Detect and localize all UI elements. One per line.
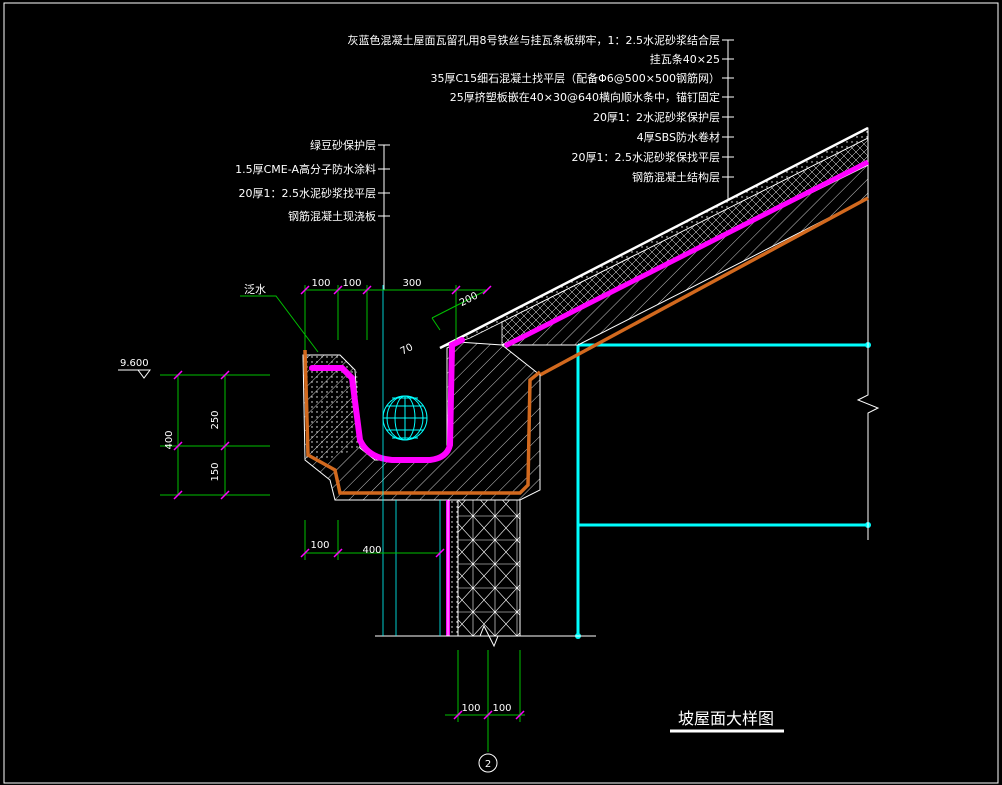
drain-grate-icon (382, 395, 428, 441)
break-line-bottom (479, 624, 499, 648)
gutter-orange-outline (303, 349, 542, 495)
dimension-ticks (173, 285, 525, 720)
guide-lines (382, 285, 441, 636)
detail-number: 2 (485, 759, 491, 770)
roof-layer-6: 4厚SBS防水卷材 (637, 130, 720, 144)
roof-membrane (503, 159, 870, 349)
gutter-membrane (309, 337, 465, 463)
dim-bottom-a: 100 (310, 540, 329, 551)
gutter-sand (303, 355, 360, 460)
dim-top-b: 100 (342, 278, 361, 289)
drawing-title-block: 坡屋面大样图 (670, 709, 784, 733)
flashing-label: 泛水 (244, 283, 266, 296)
gutter-layer-1: 绿豆砂保护层 (310, 138, 376, 152)
wall-left-panel (447, 499, 459, 637)
cyan-structure (576, 343, 868, 636)
dim-slope-200: 200 (458, 291, 480, 309)
dim-left-lower: 150 (210, 462, 221, 481)
gutter-layer-3: 20厚1：2.5水泥砂浆找平层 (239, 186, 377, 200)
wall-block (457, 499, 521, 637)
gutter-layer-2: 1.5厚CME-A高分子防水涂料 (235, 162, 376, 176)
roof-top-line (439, 126, 869, 350)
drawing-title: 坡屋面大样图 (678, 709, 774, 728)
gutter-layer-labels: 绿豆砂保护层 1.5厚CME-A高分子防水涂料 20厚1：2.5水泥砂浆找平层 … (235, 138, 376, 223)
dim-wall-b: 100 (492, 703, 511, 714)
roof-underside (539, 196, 869, 377)
roof-layer-4: 25厚挤塑板嵌在40×30@640横向顺水条中，锚钉固定 (450, 90, 720, 104)
roof-layer-3: 35厚C15细石混凝土找平层（配备Φ6@500×500钢筋网） (430, 71, 720, 85)
elevation-text: 9.600 (120, 358, 149, 369)
dim-left-total: 400 (164, 430, 175, 449)
dim-bottom-b: 400 (362, 545, 381, 556)
gutter-layer-4: 钢筋混凝土现浇板 (288, 209, 376, 223)
gutter-layer-leaders (378, 144, 390, 290)
roof-layer-leaders (722, 39, 734, 200)
break-line-right (856, 130, 880, 540)
dim-wall-a: 100 (461, 703, 480, 714)
roof-insulation (501, 137, 869, 346)
dim-top-c: 300 (402, 278, 421, 289)
cyan-nodes (575, 342, 871, 639)
roof-layer-1: 灰蓝色混凝土屋面瓦留孔用8号铁丝与挂瓦条板绑牢，1：2.5水泥砂浆结合层 (348, 33, 721, 47)
dim-left-upper: 250 (210, 410, 221, 429)
detail-number-marker: 2 (478, 753, 498, 773)
drawing-frame (3, 2, 999, 784)
roof-layer-8: 钢筋混凝土结构层 (632, 170, 720, 184)
dim-slope-70: 70 (399, 342, 415, 358)
elevation-mark: 9.600 (118, 358, 151, 379)
roof-layer-2: 挂瓦条40×25 (650, 52, 720, 66)
flashing-callout: 泛水 (240, 283, 319, 353)
roof-layer-5: 20厚1：2水泥砂浆保护层 (593, 110, 720, 124)
roof-layer-labels: 灰蓝色混凝土屋面瓦留孔用8号铁丝与挂瓦条板绑牢，1：2.5水泥砂浆结合层 挂瓦条… (348, 33, 721, 184)
dim-top-a: 100 (311, 278, 330, 289)
roof-layer-7: 20厚1：2.5水泥砂浆保找平层 (572, 150, 721, 164)
